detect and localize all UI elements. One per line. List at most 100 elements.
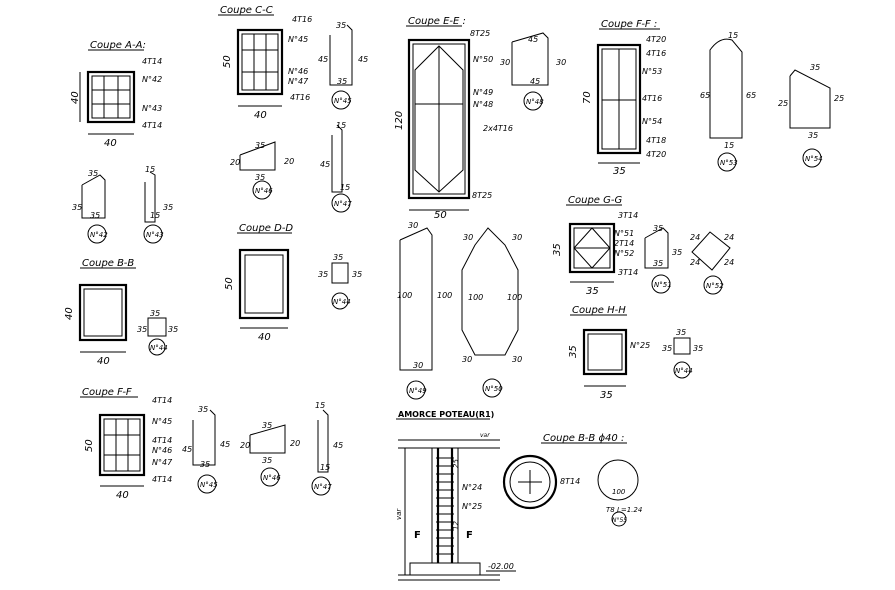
- section-a-a: Coupe A-A: 4T14 N°42 N°43 4T14 40 40: [70, 40, 162, 149]
- section-g-g: Coupe G-G 3T14 N°51 2T14 N°52 3T14 35 35: [552, 195, 638, 297]
- bar-label: 4T14: [152, 436, 172, 445]
- dim-top: 35: [653, 224, 663, 233]
- stirrup: [91, 75, 131, 119]
- section-h-h: Coupe H-H N°25 35 35: [568, 305, 650, 401]
- dim-left: 35: [137, 325, 147, 334]
- shape-tag: N°53: [720, 159, 738, 167]
- dim-left: 30: [500, 58, 510, 67]
- dim-left: 45: [318, 55, 328, 64]
- dim-side: 35: [163, 203, 173, 212]
- tag-circle: [482, 378, 502, 398]
- dim-left: 35: [662, 344, 672, 353]
- section-e-e: Coupe E-E : 8T25 N°50 N°49 N°48 2x4T16 8…: [394, 16, 513, 221]
- dim-height: 40: [64, 307, 75, 320]
- section-h-h-title: Coupe H-H: [572, 305, 626, 316]
- shape-n53: 15 65 65 15 N°53: [700, 31, 756, 172]
- bar-label: N°46: [288, 67, 308, 76]
- dim-bot: 35: [337, 77, 347, 86]
- bar-shape: [709, 38, 743, 139]
- bar-shape: [147, 317, 167, 337]
- bar-shape: [789, 69, 831, 129]
- shape-n47: 15 45 15 N°47: [320, 121, 352, 213]
- dim-left: 100: [468, 293, 483, 302]
- dim-right: 35: [672, 248, 682, 257]
- shape-n49: 30 100 100 30 N°49: [397, 221, 452, 400]
- amorce-title: AMORCE POTEAU(R1): [398, 410, 494, 419]
- dim-top: 30: [463, 233, 473, 242]
- dim-bot: 30: [413, 361, 423, 370]
- dim-bot: 15: [150, 211, 160, 220]
- tag-circle: [703, 275, 723, 295]
- bar-label: N°47: [288, 77, 309, 86]
- dim-right: 45: [220, 440, 230, 449]
- tag-circle: [260, 467, 280, 487]
- dim-b: 24: [724, 233, 734, 242]
- bar-label: 4T14: [142, 57, 162, 66]
- section-b-b: Coupe B-B 40 40: [64, 258, 136, 367]
- shape-tag: N°49: [409, 387, 427, 395]
- bar-label: N°42: [142, 75, 162, 84]
- dim-top: 35: [336, 21, 346, 30]
- dim-bot: 45: [530, 77, 540, 86]
- bar-label: N°53: [642, 67, 662, 76]
- section-c-c-title: Coupe C-C: [220, 5, 273, 16]
- column-outline: [236, 28, 284, 96]
- bar-label: 4T16: [290, 93, 310, 102]
- stirrup: [587, 333, 623, 371]
- dim-left: 20: [240, 441, 250, 450]
- dim-bot: 15: [340, 183, 350, 192]
- bar-shape: [329, 24, 353, 86]
- var-dim: var: [395, 508, 403, 520]
- dim-left: 25: [778, 99, 788, 108]
- dim-right: 25: [834, 94, 844, 103]
- dim-top: 35: [150, 309, 160, 318]
- bar-shape: [691, 231, 731, 271]
- column-outline: [502, 454, 558, 510]
- stirrup: [241, 33, 279, 91]
- tag-circle: [87, 224, 107, 244]
- bar-shape: [511, 32, 549, 86]
- shape-tag: N°43: [146, 231, 164, 239]
- column-outline: [582, 328, 628, 376]
- dim-left: 20: [230, 158, 240, 167]
- tag-circle: [143, 224, 163, 244]
- bar-shape: [331, 124, 343, 193]
- bar-label: 4T16: [292, 15, 312, 24]
- section-a-a-title: Coupe A-A:: [90, 40, 146, 51]
- dim-top: 35: [198, 405, 208, 414]
- column-outline: [98, 413, 146, 477]
- label-f-right: F: [466, 530, 473, 541]
- section-b-b-title: Coupe B-B: [82, 258, 134, 269]
- bar-label: N°46: [152, 446, 172, 455]
- shape-tag: N°45: [200, 481, 218, 489]
- dim-right: 35: [352, 270, 362, 279]
- dim-width: 35: [586, 286, 599, 297]
- section-f-f-1: Coupe F-F : 4T20 4T16 N°53 4T16 N°54 4T1…: [582, 19, 666, 177]
- dim-bot: 30: [462, 355, 472, 364]
- column-outline: [78, 283, 128, 342]
- shape-tag: N°47: [314, 483, 332, 491]
- dim-right: 35: [168, 325, 178, 334]
- dim-right: 45: [358, 55, 368, 64]
- dim-right: 100: [437, 291, 452, 300]
- bar-shape: [331, 262, 349, 284]
- inner-stirrup: [573, 227, 611, 269]
- shape-n45: 35 45 45 35 N°45: [318, 21, 368, 110]
- dim-width: 40: [258, 332, 271, 343]
- bar-label: 4T16: [642, 94, 662, 103]
- bar-label: 4T20: [646, 35, 666, 44]
- dim-right: 35: [693, 344, 703, 353]
- dim-height: 50: [224, 277, 235, 290]
- section-e-e-title: Coupe E-E :: [408, 16, 466, 27]
- shape-tag: N°45: [334, 97, 352, 105]
- shape-n44-hh: 35 35 35 N°44: [662, 328, 703, 379]
- dim-top: 35: [333, 253, 343, 262]
- dim-top: 15: [336, 121, 346, 130]
- dim-right: 20: [290, 439, 300, 448]
- bar-label: 2T14: [614, 239, 634, 248]
- shape-tag: N°48: [526, 98, 544, 106]
- shape-n46-b: 35 20 20 35 N°46: [240, 421, 300, 487]
- shape-n48: 45 30 30 45 N°48: [500, 32, 566, 111]
- shape-tag: N°47: [334, 200, 352, 208]
- shape-n47-b: 15 45 15 N°47: [311, 401, 343, 496]
